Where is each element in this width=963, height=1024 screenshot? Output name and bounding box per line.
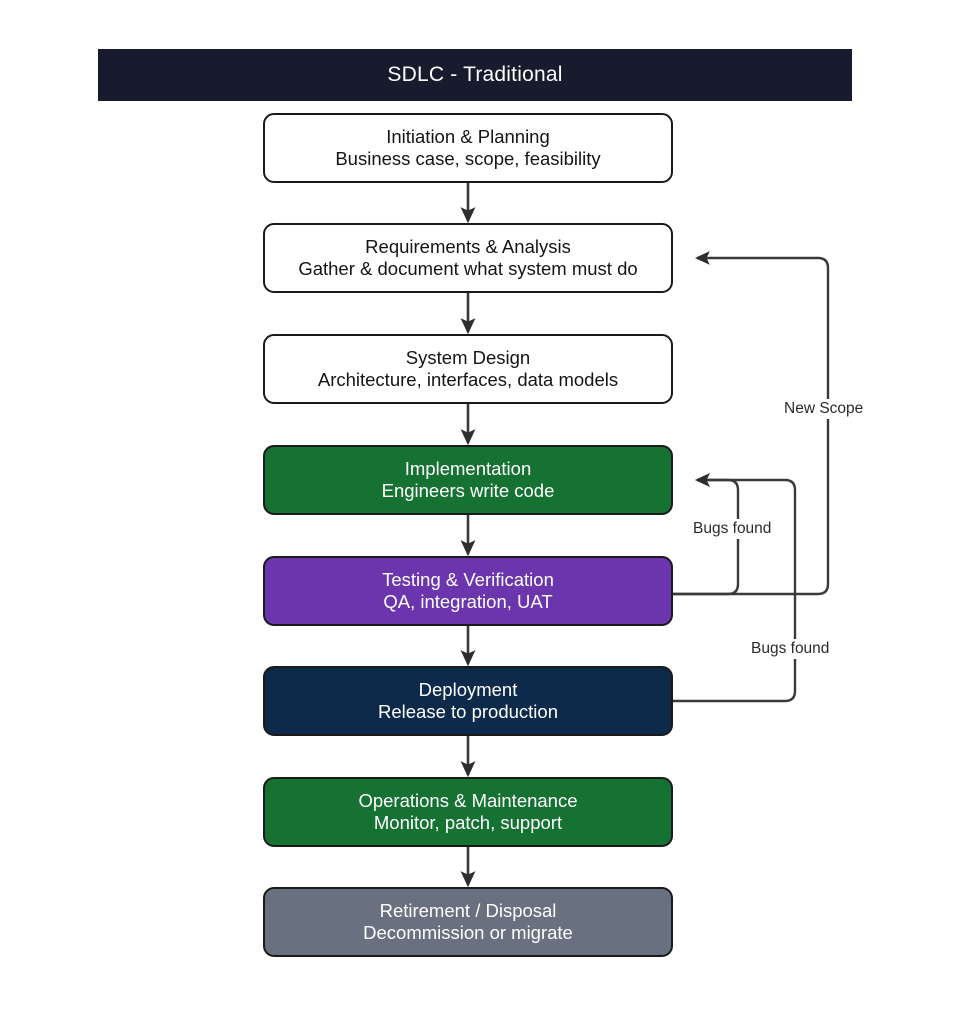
edge-label-bugs-found-deployment: Bugs found [746, 639, 835, 659]
node-operations-title: Operations & Maintenance [358, 789, 578, 811]
node-deployment-subtitle: Release to production [378, 701, 558, 722]
node-system-design-subtitle: Architecture, interfaces, data models [317, 369, 619, 390]
node-testing-title: Testing & Verification [382, 568, 554, 590]
node-initiation[interactable]: Initiation & Planning Business case, sco… [263, 113, 673, 183]
feedback-deployment-to-implementation [673, 473, 797, 703]
node-requirements-title: Requirements & Analysis [365, 235, 571, 257]
node-initiation-subtitle: Business case, scope, feasibility [335, 148, 601, 169]
node-testing-subtitle: QA, integration, UAT [383, 591, 553, 612]
edge-label-bugs-found-testing: Bugs found [688, 519, 777, 539]
diagram-title: SDLC - Traditional [387, 63, 563, 86]
node-implementation-title: Implementation [404, 457, 532, 479]
node-operations[interactable]: Operations & Maintenance Monitor, patch,… [263, 777, 673, 847]
node-retirement[interactable]: Retirement / Disposal Decommission or mi… [263, 887, 673, 957]
node-testing[interactable]: Testing & Verification QA, integration, … [263, 556, 673, 626]
node-retirement-title: Retirement / Disposal [379, 899, 557, 921]
feedback-testing-to-requirements [673, 251, 830, 596]
node-implementation[interactable]: Implementation Engineers write code [263, 445, 673, 515]
node-requirements[interactable]: Requirements & Analysis Gather & documen… [263, 223, 673, 293]
node-operations-subtitle: Monitor, patch, support [373, 812, 563, 833]
node-system-design-title: System Design [405, 346, 531, 368]
edge-label-new-scope: New Scope [779, 399, 869, 419]
diagram-title-bar: SDLC - Traditional [98, 49, 852, 101]
node-initiation-title: Initiation & Planning [386, 125, 550, 147]
node-deployment[interactable]: Deployment Release to production [263, 666, 673, 736]
node-system-design[interactable]: System Design Architecture, interfaces, … [263, 334, 673, 404]
node-implementation-subtitle: Engineers write code [381, 480, 555, 501]
node-requirements-subtitle: Gather & document what system must do [298, 258, 638, 279]
node-deployment-title: Deployment [418, 678, 518, 700]
node-retirement-subtitle: Decommission or migrate [363, 922, 573, 943]
